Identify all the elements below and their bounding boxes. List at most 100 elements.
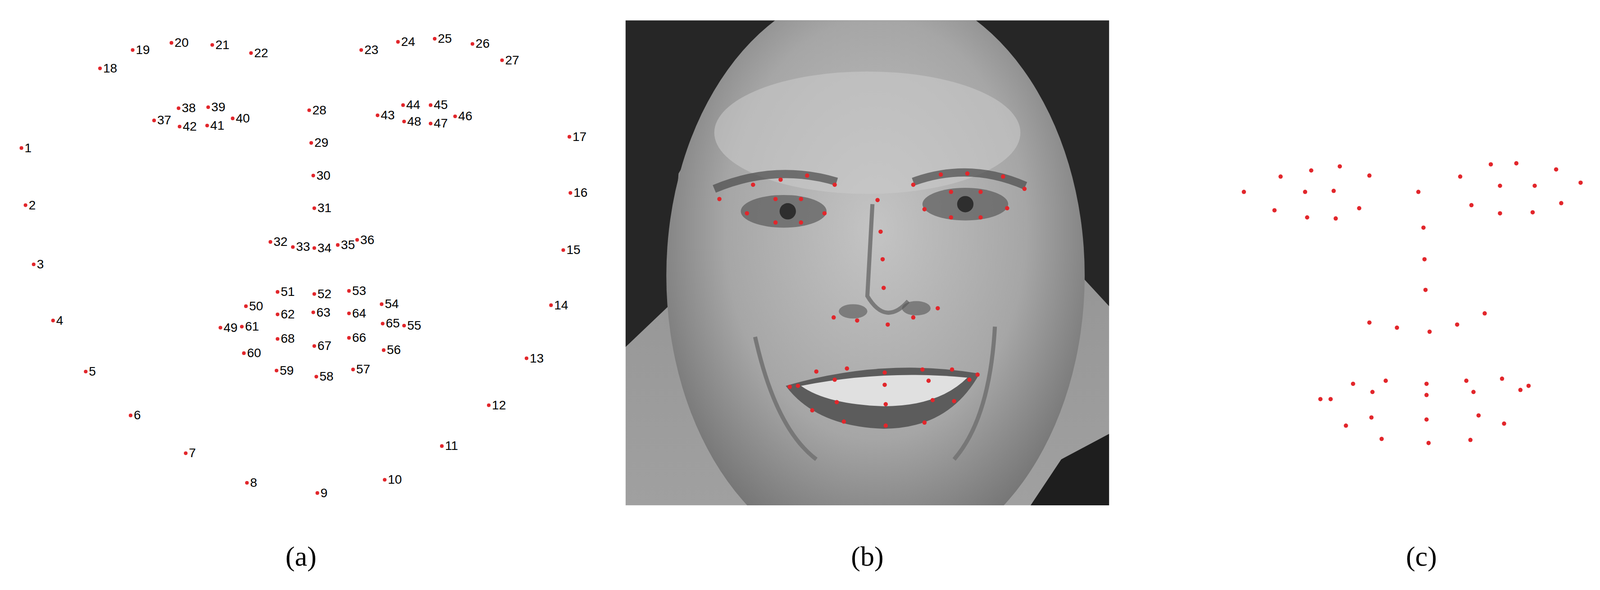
landmark-dot — [834, 400, 840, 405]
landmark-number: 47 — [433, 117, 448, 130]
landmark-dot — [1530, 210, 1536, 215]
landmark-number: 1 — [24, 141, 32, 155]
landmark-dot — [938, 172, 944, 178]
landmark-number: 25 — [437, 32, 452, 46]
landmark-dot — [205, 123, 210, 128]
landmark-dot — [1559, 200, 1564, 206]
landmark-dot — [911, 315, 916, 320]
landmark-dot — [312, 206, 317, 210]
landmark-dot — [1497, 211, 1503, 216]
landmark-dot — [949, 189, 954, 195]
landmark-dot — [882, 370, 887, 375]
landmark-dot — [428, 121, 433, 126]
landmark-number: 54 — [384, 297, 399, 311]
landmark-number: 59 — [279, 364, 294, 378]
landmark-number: 55 — [407, 319, 422, 332]
face-photo — [625, 20, 1110, 506]
landmark-dot — [1422, 257, 1428, 262]
landmark-dot — [1369, 415, 1374, 420]
landmark-number: 24 — [400, 35, 415, 49]
landmark-dot — [1532, 183, 1537, 189]
landmark-number: 19 — [135, 43, 150, 57]
landmark-dot — [240, 324, 244, 329]
landmark-dot — [1272, 208, 1278, 213]
landmark-dot — [183, 451, 188, 455]
landmark-number: 20 — [174, 36, 189, 50]
landmark-dot — [549, 303, 553, 308]
landmark-number: 2 — [28, 199, 37, 212]
landmark-number: 11 — [445, 439, 459, 453]
landmark-dot — [1518, 387, 1523, 393]
landmark-dot — [885, 322, 891, 328]
landmark-dot — [773, 220, 778, 225]
panel-caption: (b) — [850, 542, 884, 571]
landmark-dot — [1337, 164, 1343, 169]
landmark-dot — [832, 377, 837, 382]
landmark-dot — [401, 103, 405, 107]
landmark-dot — [428, 103, 433, 107]
landmark-dot — [1379, 436, 1384, 442]
landmark-number: 34 — [317, 241, 332, 255]
landmark-dot — [799, 196, 804, 202]
landmark-dot — [950, 367, 955, 373]
landmark-number: 13 — [529, 352, 544, 365]
landmark-number: 57 — [356, 363, 371, 376]
landmark-dot — [274, 368, 279, 373]
landmark-dot — [176, 106, 181, 110]
landmark-dot — [1278, 174, 1283, 179]
landmark-dot — [1454, 322, 1460, 328]
landmark-dot — [486, 403, 491, 408]
landmark-dot — [787, 384, 793, 390]
panel-caption: (a) — [285, 542, 317, 571]
panel-caption: (c) — [1405, 542, 1437, 571]
landmark-dot — [1304, 215, 1310, 220]
landmark-dot — [311, 173, 315, 178]
landmark-number: 51 — [280, 285, 295, 299]
landmark-dot — [1004, 206, 1010, 211]
landmark-dot — [1469, 203, 1474, 208]
landmark-number: 67 — [317, 339, 332, 353]
landmark-dot — [432, 36, 437, 41]
landmark-number: 8 — [250, 476, 258, 490]
landmark-dot — [245, 481, 249, 485]
landmark-number: 30 — [316, 169, 331, 182]
landmark-number: 9 — [320, 486, 328, 500]
landmark-number: 29 — [314, 136, 329, 150]
landmark-dot — [920, 367, 925, 373]
landmark-dot — [1370, 390, 1375, 395]
landmark-dot — [312, 246, 317, 250]
landmark-number: 40 — [235, 112, 250, 125]
landmark-dot — [1497, 183, 1503, 189]
landmark-dot — [500, 58, 504, 63]
landmark-number: 26 — [475, 37, 490, 50]
landmark-dot — [965, 171, 970, 177]
landmark-dot — [1501, 421, 1507, 427]
landmark-dot — [1526, 383, 1532, 389]
landmark-number: 65 — [385, 317, 400, 330]
landmark-dot — [1241, 189, 1247, 195]
landmark-dot — [382, 477, 387, 482]
landmark-dot — [336, 243, 340, 247]
landmark-number: 53 — [352, 284, 367, 298]
landmark-dot — [880, 257, 886, 262]
landmark-number: 33 — [295, 240, 310, 254]
landmark-dot — [347, 289, 351, 293]
landmark-dot — [230, 116, 235, 121]
landmark-dot — [355, 238, 360, 242]
landmark-dot — [1471, 390, 1476, 395]
landmark-dot — [951, 399, 957, 404]
landmark-number: 68 — [280, 332, 295, 346]
landmark-dot — [883, 423, 889, 428]
landmark-dot — [978, 189, 983, 195]
landmark-dot — [813, 369, 819, 374]
landmark-dot — [1578, 180, 1583, 186]
landmark-dot — [379, 302, 384, 306]
landmark-number: 18 — [103, 62, 118, 75]
landmark-dot — [568, 190, 573, 195]
landmark-dot — [1343, 423, 1349, 428]
landmark-number: 32 — [273, 235, 288, 249]
landmark-dot — [1424, 381, 1429, 387]
landmark-dot — [744, 211, 750, 216]
landmark-dot — [1367, 173, 1372, 178]
landmark-dot — [911, 182, 916, 187]
